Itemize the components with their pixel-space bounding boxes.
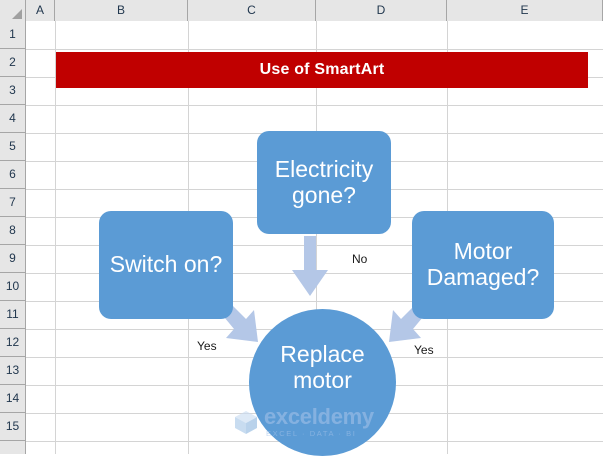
select-all-button[interactable] <box>0 0 26 21</box>
node-electricity-gone[interactable]: Electricity gone? <box>257 131 391 234</box>
row-header-7[interactable]: 7 <box>0 189 25 217</box>
column-header-c[interactable]: C <box>188 0 316 21</box>
row-header-9[interactable]: 9 <box>0 245 25 273</box>
exceldemy-watermark: exceldemy EXCEL · DATA · BI <box>232 401 392 443</box>
node-replace-motor[interactable]: Replace motor <box>249 309 396 456</box>
row-header-5[interactable]: 5 <box>0 133 25 161</box>
watermark-name: exceldemy <box>264 404 374 430</box>
row-header-12[interactable]: 12 <box>0 329 25 357</box>
title-banner: Use of SmartArt <box>56 52 588 88</box>
gridline-horizontal <box>26 301 603 302</box>
row-header-1[interactable]: 1 <box>0 21 25 49</box>
column-header-row: A B C D E <box>0 0 603 21</box>
select-all-triangle-icon <box>12 9 22 19</box>
column-header-b[interactable]: B <box>55 0 188 21</box>
cube-logo-icon <box>235 411 257 434</box>
connector-label-yes-left: Yes <box>197 339 217 353</box>
row-header-6[interactable]: 6 <box>0 161 25 189</box>
gridline-vertical <box>55 21 56 454</box>
node-switch-on[interactable]: Switch on? <box>99 211 233 319</box>
node-motor-damaged[interactable]: Motor Damaged? <box>412 211 554 319</box>
row-header-3[interactable]: 3 <box>0 77 25 105</box>
gridline-horizontal <box>26 105 603 106</box>
gridline-horizontal <box>26 49 603 50</box>
row-header-10[interactable]: 10 <box>0 273 25 301</box>
row-header-8[interactable]: 8 <box>0 217 25 245</box>
gridline-vertical <box>316 21 317 454</box>
connector-label-yes-right: Yes <box>414 343 434 357</box>
row-header-column: 1 2 3 4 5 6 7 8 9 10 11 12 13 14 15 <box>0 21 26 454</box>
column-header-a[interactable]: A <box>26 0 55 21</box>
column-header-d[interactable]: D <box>316 0 447 21</box>
row-header-13[interactable]: 13 <box>0 357 25 385</box>
row-header-2[interactable]: 2 <box>0 49 25 77</box>
row-header-4[interactable]: 4 <box>0 105 25 133</box>
row-header-14[interactable]: 14 <box>0 385 25 413</box>
row-header-15[interactable]: 15 <box>0 413 25 441</box>
arrow-down-icon <box>292 236 328 296</box>
column-header-e[interactable]: E <box>447 0 603 21</box>
row-header-11[interactable]: 11 <box>0 301 25 329</box>
watermark-text: exceldemy EXCEL · DATA · BI <box>264 406 374 438</box>
connector-label-no: No <box>352 252 368 266</box>
watermark-tagline: EXCEL · DATA · BI <box>266 429 357 439</box>
